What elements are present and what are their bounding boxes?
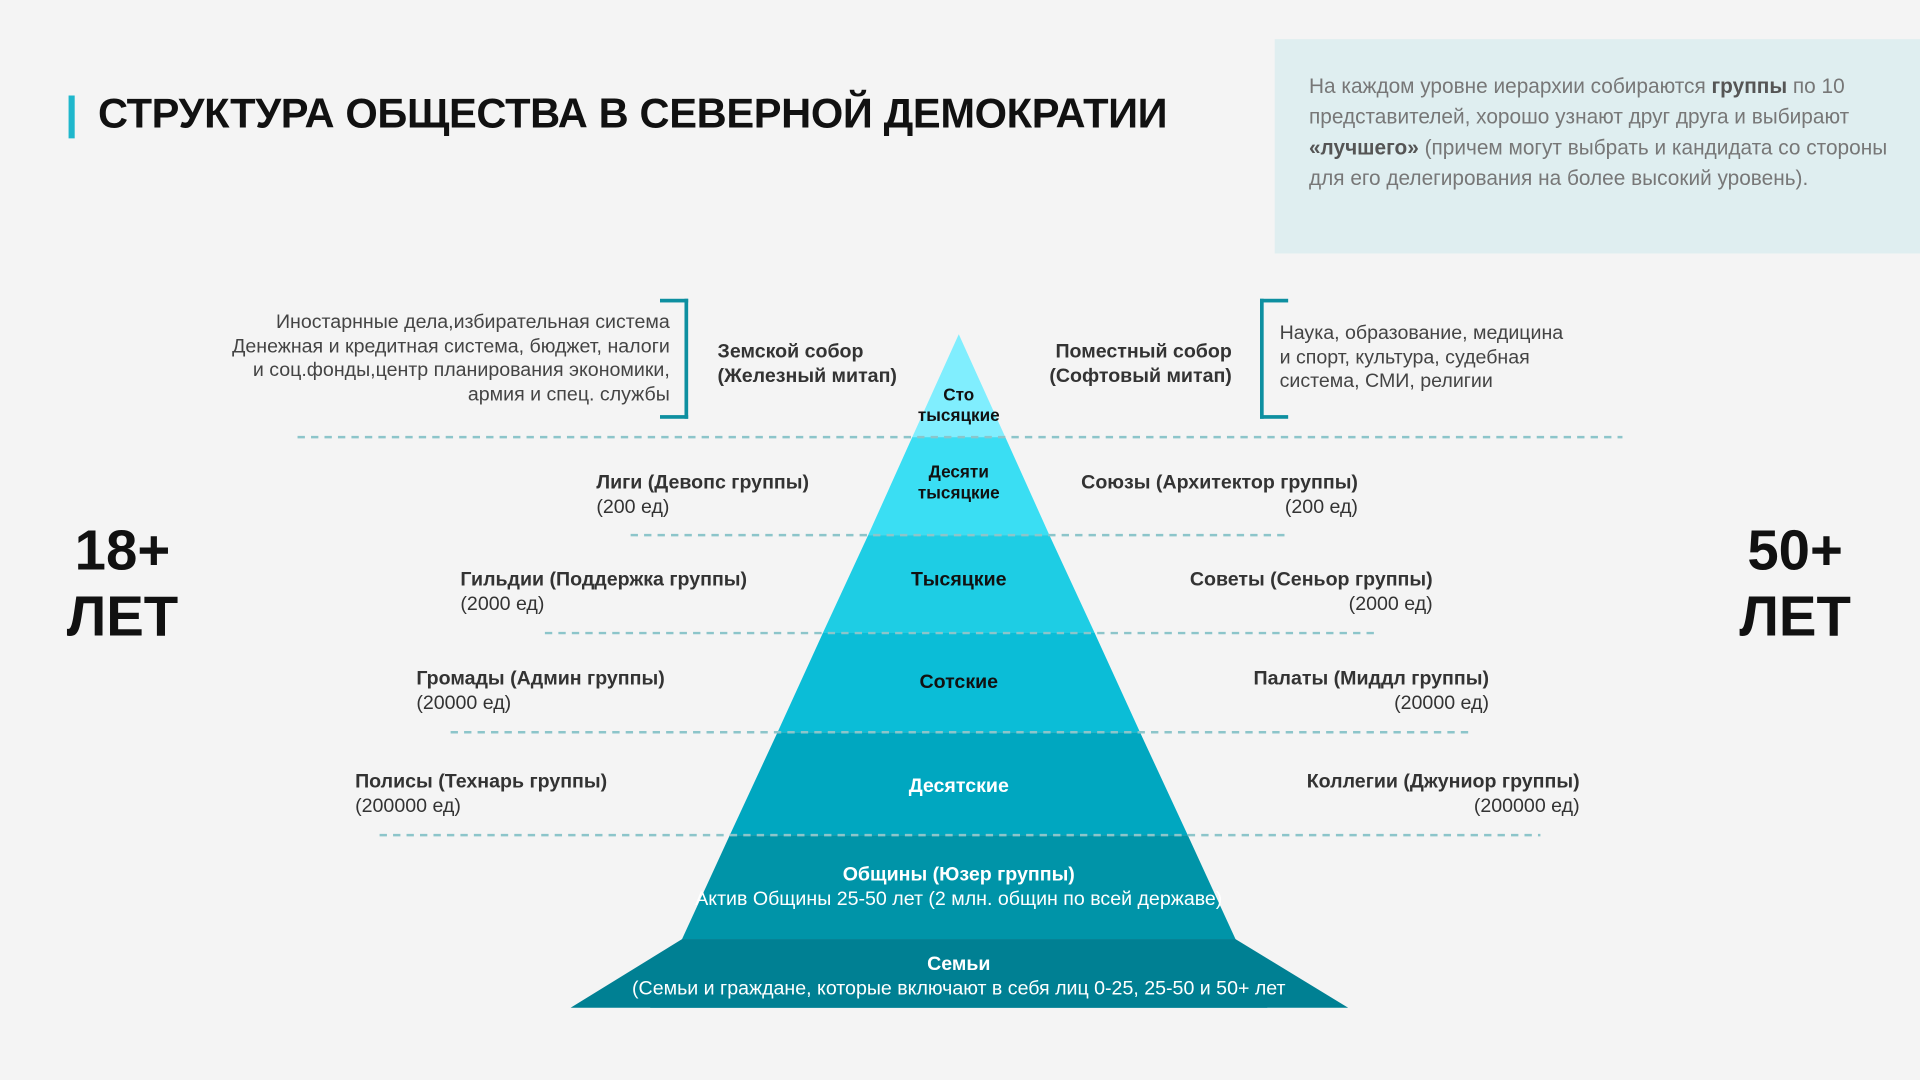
zemskoy-sobor-label: Земской собор(Железный митап) <box>717 341 897 387</box>
info-note: На каждом уровне иерархии собираются гру… <box>1274 39 1920 254</box>
pyramid-level-6 <box>682 835 1236 940</box>
left-label-ligi: Лиги (Девопс группы)(200 ед) <box>596 472 810 518</box>
level-name-desyatskie: Десятские <box>908 776 1009 798</box>
right-label-kollegii: Коллегии (Джуниор группы)(200000 ед) <box>1306 771 1580 817</box>
right-label-sovety: Советы (Сеньор группы)(2000 ед) <box>1189 569 1433 615</box>
right-label-soyuzy: Союзы (Архитектор группы)(200 ед) <box>1081 472 1358 518</box>
right-label-palaty: Палаты (Миддл группы)(20000 ед) <box>1253 668 1489 714</box>
pyramid-level-1 <box>912 334 1006 438</box>
pyramid-level-2 <box>868 437 1050 536</box>
pyramid-level-5 <box>729 732 1188 836</box>
pomestny-sobor-label: Поместный собор(Софтовый митап) <box>1049 341 1232 387</box>
level-name-sotskie: Сотские <box>919 672 999 694</box>
page-title: СТРУКТУРА ОБЩЕСТВА В СЕВЕРНОЙ ДЕМОКРАТИИ <box>97 90 1168 138</box>
level-name-obshchiny: Общины (Юзер группы)Актив Общины 25-50 л… <box>695 864 1223 910</box>
level-name-semyi: Семьи(Семьи и граждане, которые включают… <box>632 953 1286 1000</box>
left-label-gromady: Громады (Админ группы)(20000 ед) <box>416 668 665 714</box>
info-note-text: На каждом уровне иерархии собираются гру… <box>1308 74 1888 190</box>
level-name-tysyatskie: Тысяцкие <box>910 569 1007 591</box>
pyramid-level-4 <box>777 633 1141 733</box>
age-left-label: 18+ЛЕТ <box>66 517 179 648</box>
left-label-polisy: Полисы (Технарь группы)(200000 ед) <box>355 771 608 817</box>
title-accent-bar <box>68 95 75 139</box>
age-right-label: 50+ЛЕТ <box>1739 517 1851 648</box>
right-bracket <box>1260 298 1289 419</box>
left-label-gildii: Гильдии (Поддержка группы)(2000 ед) <box>460 569 748 615</box>
pyramid-level-3 <box>822 535 1095 634</box>
left-bracket <box>660 298 689 419</box>
